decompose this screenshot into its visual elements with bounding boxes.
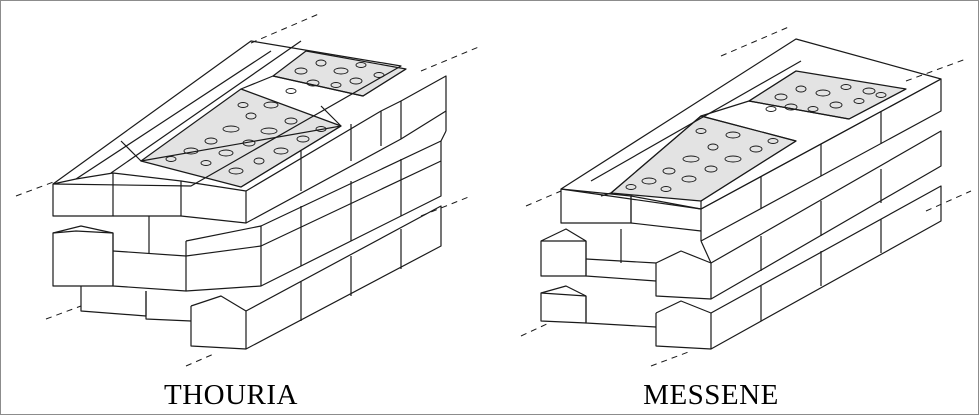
messene-rubble-fill [610, 70, 907, 202]
messene-wall-drawing [520, 25, 972, 367]
thouria-dashed-lines [15, 12, 482, 367]
caption-thouria: THOURIA [164, 379, 298, 411]
thouria-rubble-fill [140, 50, 407, 188]
caption-messene: MESSENE [643, 379, 779, 411]
messene-dashed-lines [520, 25, 972, 367]
thouria-wall-drawing [15, 12, 482, 367]
